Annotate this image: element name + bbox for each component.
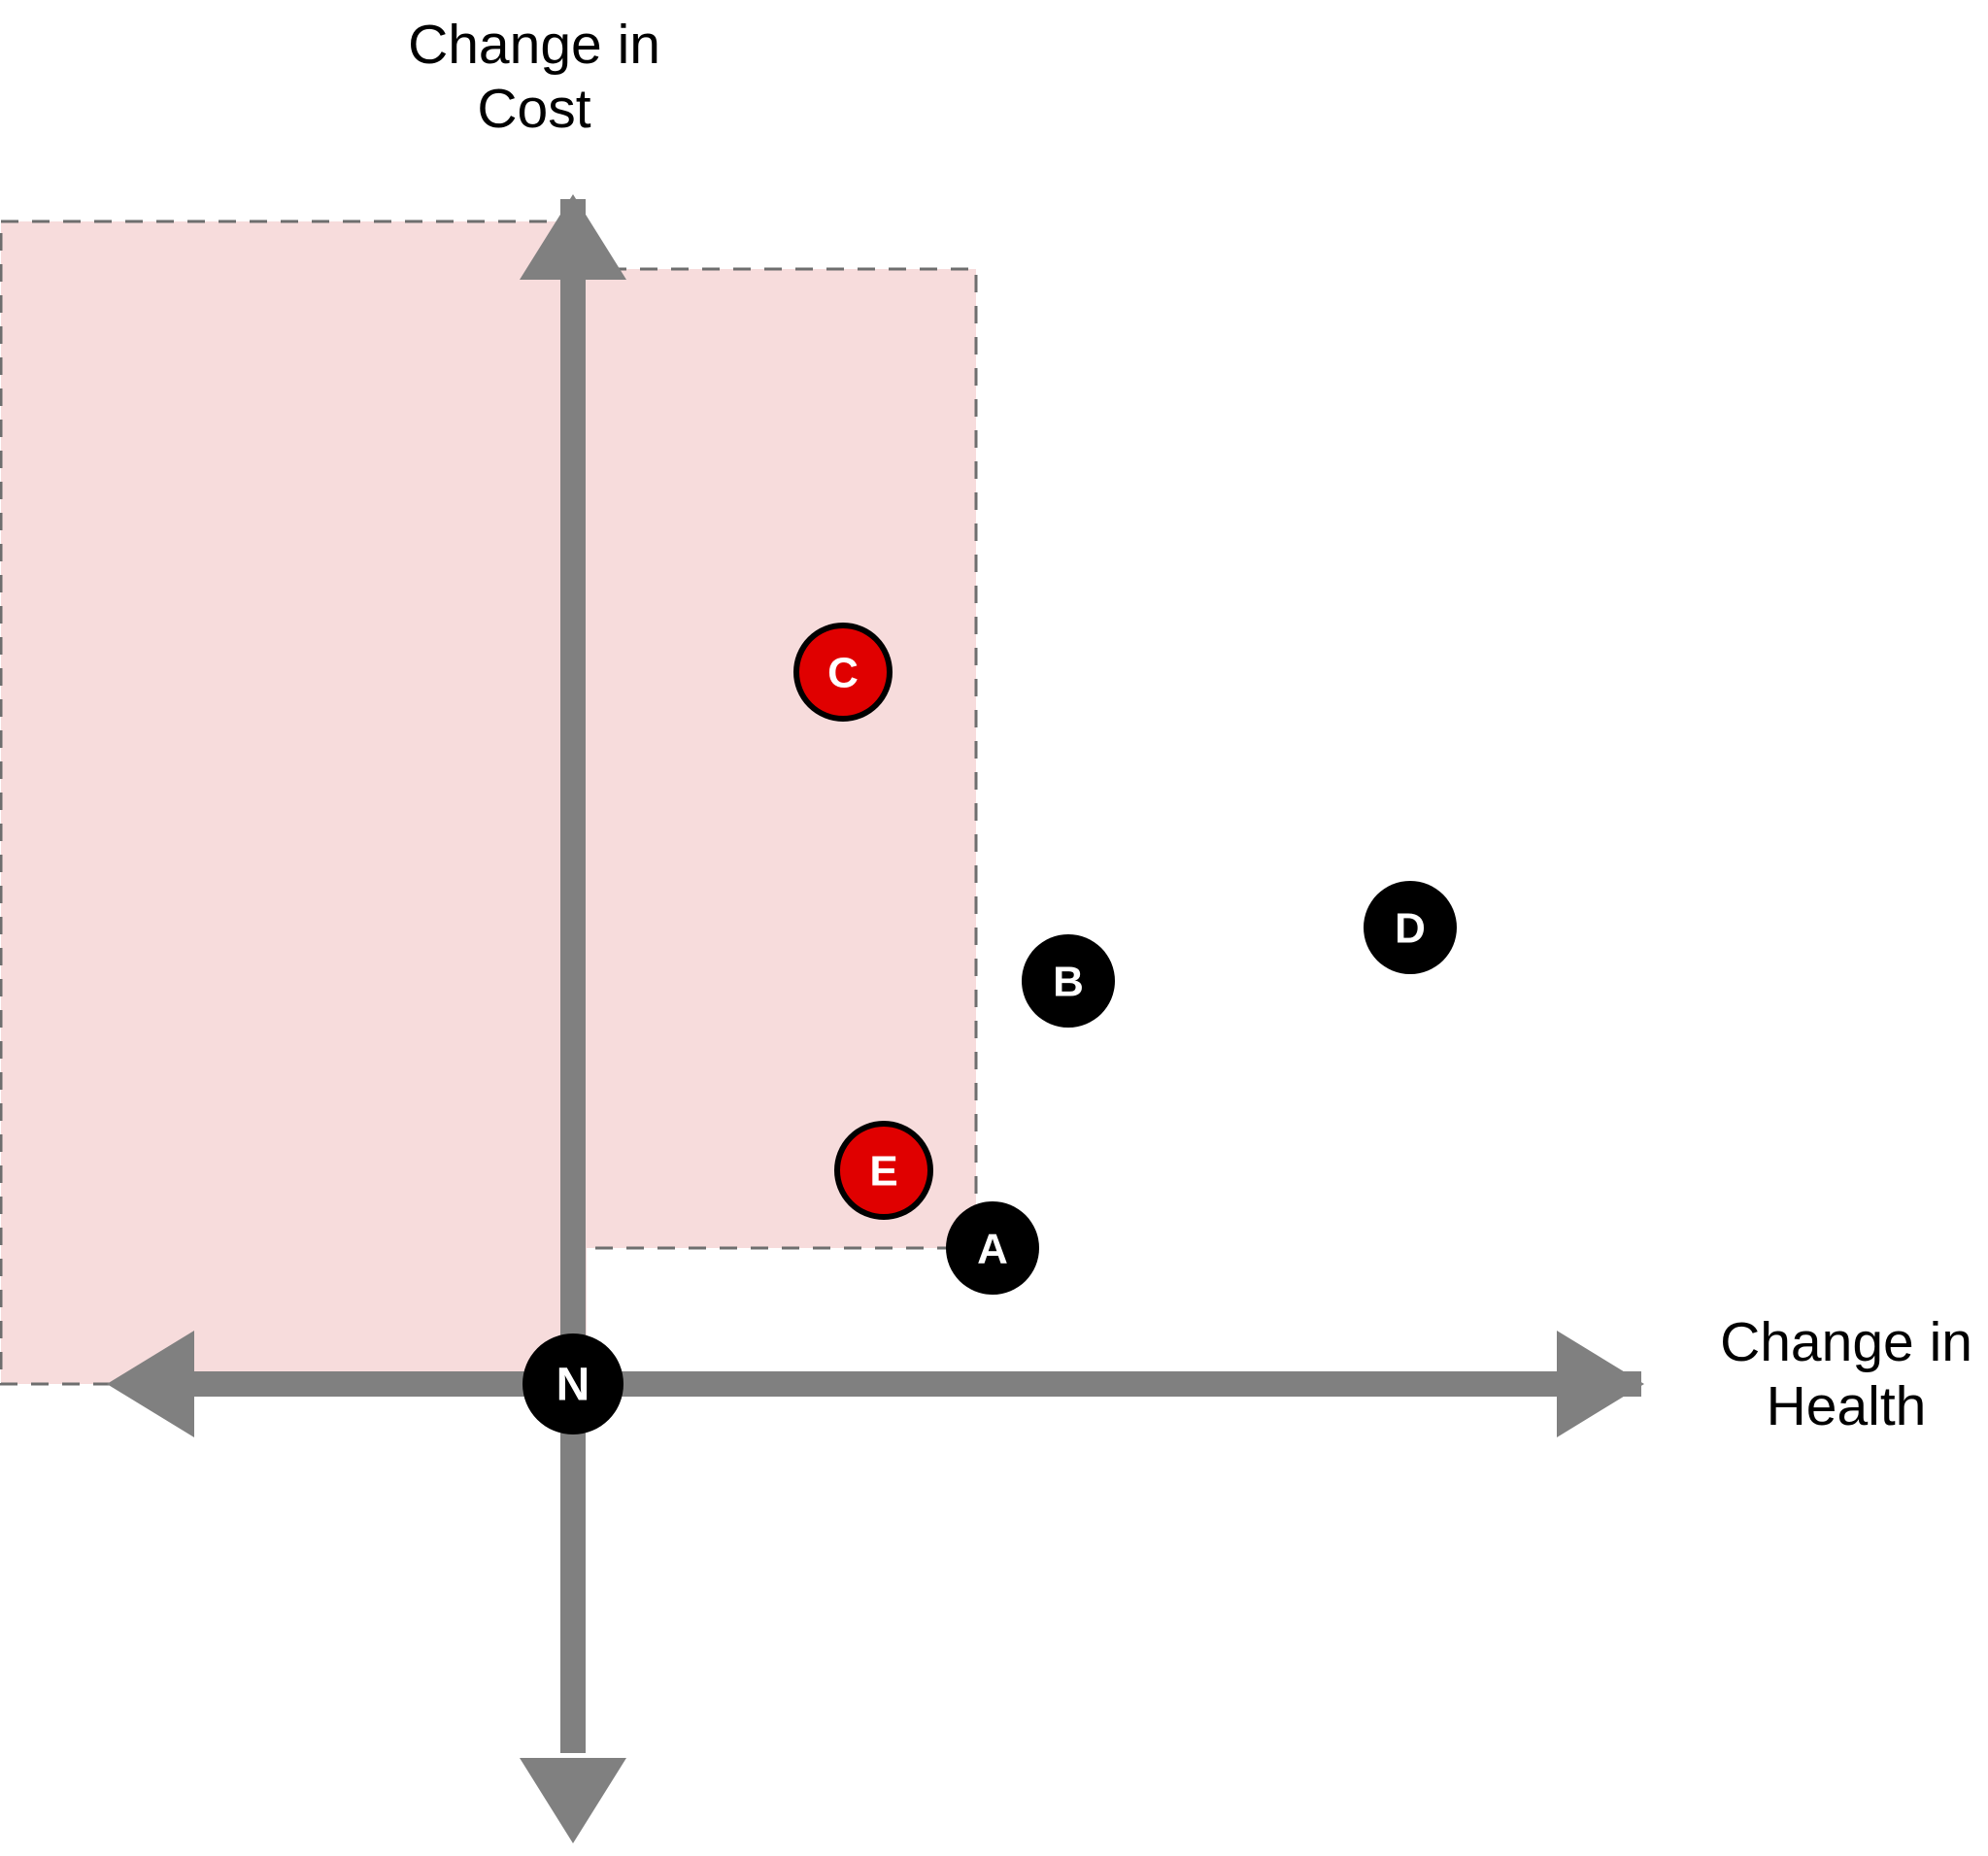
- data-point-label-b: B: [1053, 959, 1084, 1006]
- region-rect-upper-right-threshold-region: [576, 267, 978, 1250]
- data-point-circle-d[interactable]: [1364, 881, 1457, 974]
- acceptability-region: [0, 219, 978, 1386]
- data-point-circle-b[interactable]: [1022, 934, 1115, 1028]
- y-axis-up-arrowhead: [520, 194, 626, 280]
- data-point-label-e: E: [869, 1148, 897, 1196]
- data-point-a[interactable]: A: [946, 1201, 1039, 1295]
- axes-group: [107, 194, 1644, 1843]
- region-rect-upper-left-quadrant-region: [0, 219, 580, 1386]
- data-points-layer: N C D B E A: [522, 623, 1457, 1434]
- x-axis-right-arrowhead: [1557, 1331, 1644, 1437]
- data-point-label-n: N: [556, 1360, 590, 1411]
- data-point-c[interactable]: C: [793, 623, 893, 722]
- y-axis-label: Change in Cost: [408, 14, 660, 140]
- data-point-n[interactable]: N: [522, 1333, 623, 1434]
- data-point-circle-a[interactable]: [946, 1201, 1039, 1295]
- data-point-b[interactable]: B: [1022, 934, 1115, 1028]
- x-axis-line: [170, 1371, 1641, 1397]
- data-point-circle-e[interactable]: [834, 1121, 933, 1220]
- data-point-d[interactable]: D: [1364, 881, 1457, 974]
- y-axis-line: [560, 199, 586, 1753]
- data-point-circle-c[interactable]: [793, 623, 893, 722]
- data-point-e[interactable]: E: [834, 1121, 933, 1220]
- data-point-label-d: D: [1395, 905, 1426, 953]
- data-point-label-a: A: [977, 1226, 1008, 1273]
- x-axis-label: Change in Health: [1720, 1311, 1972, 1437]
- x-axis-left-arrowhead: [107, 1331, 194, 1437]
- data-point-label-c: C: [827, 650, 859, 697]
- data-point-circle-n[interactable]: [522, 1333, 623, 1434]
- y-axis-down-arrowhead: [520, 1758, 626, 1843]
